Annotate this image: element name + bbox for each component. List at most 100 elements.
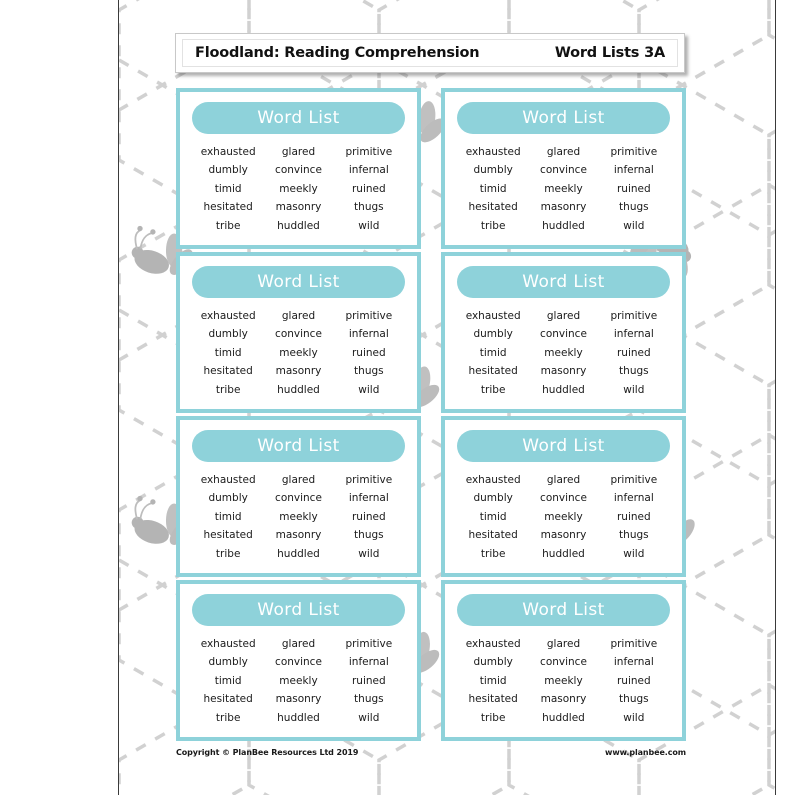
word-cell: hesitated: [468, 201, 518, 213]
word-cell: timid: [214, 182, 242, 195]
word-cell: wild: [623, 711, 645, 724]
word-cell: infernal: [613, 492, 654, 504]
word-cell: ruined: [351, 346, 386, 359]
word-grid: exhausted glared primitive dumbly convince in…: [189, 633, 408, 730]
word-cell: exhausted: [200, 637, 256, 650]
word-cell: wild: [623, 383, 645, 396]
word-cell: ruined: [616, 346, 651, 359]
word-cell: huddled: [277, 383, 320, 396]
word-list-banner-label: Word List: [522, 107, 605, 128]
word-cell: dumbly: [208, 164, 248, 176]
word-cell: dumbly: [208, 656, 248, 668]
word-cell: ruined: [351, 510, 386, 523]
word-cell: huddled: [542, 711, 585, 724]
word-cell: ruined: [351, 182, 386, 195]
word-cell: dumbly: [208, 492, 248, 504]
word-cell: masonry: [540, 693, 587, 705]
word-cell: thugs: [354, 365, 384, 377]
word-cell: exhausted: [200, 473, 256, 486]
word-cell: hesitated: [468, 693, 518, 705]
word-cell: huddled: [542, 219, 585, 232]
word-cell: primitive: [610, 309, 658, 322]
page-subtitle: Word Lists 3A: [554, 45, 665, 61]
word-cell: glared: [281, 473, 316, 486]
website-link[interactable]: www.planbee.com: [605, 748, 686, 757]
word-cell: timid: [214, 674, 242, 687]
word-cell: thugs: [354, 201, 384, 213]
word-cell: convince: [540, 328, 587, 340]
word-cell: hesitated: [468, 365, 518, 377]
word-cell: wild: [623, 219, 645, 232]
word-cell: masonry: [540, 201, 587, 213]
word-cell: exhausted: [465, 637, 521, 650]
word-cell: tribe: [215, 383, 241, 396]
word-cell: hesitated: [203, 529, 253, 541]
word-cell: ruined: [616, 510, 651, 523]
word-cell: exhausted: [465, 145, 521, 158]
word-list-banner-label: Word List: [522, 271, 605, 292]
word-cell: masonry: [275, 201, 322, 213]
word-cell: masonry: [275, 529, 322, 541]
word-cell: thugs: [619, 365, 649, 377]
word-cell: convince: [275, 656, 322, 668]
word-cell: primitive: [345, 637, 393, 650]
word-list-card-grid: Word List exhausted glared primitive dumbly c…: [176, 88, 686, 741]
word-cell: primitive: [345, 473, 393, 486]
word-cell: tribe: [215, 219, 241, 232]
word-cell: timid: [479, 510, 507, 523]
word-list-banner: Word List: [457, 430, 670, 462]
word-list-banner: Word List: [192, 266, 405, 298]
word-cell: huddled: [277, 711, 320, 724]
word-list-banner: Word List: [192, 102, 405, 134]
word-cell: thugs: [354, 529, 384, 541]
word-cell: convince: [540, 492, 587, 504]
word-cell: dumbly: [473, 164, 513, 176]
word-cell: hesitated: [203, 365, 253, 377]
word-cell: exhausted: [465, 473, 521, 486]
word-cell: wild: [358, 547, 380, 560]
word-cell: wild: [358, 219, 380, 232]
word-cell: primitive: [610, 145, 658, 158]
word-cell: infernal: [348, 656, 389, 668]
word-cell: thugs: [619, 693, 649, 705]
word-cell: timid: [214, 510, 242, 523]
word-cell: masonry: [275, 365, 322, 377]
word-cell: hesitated: [468, 529, 518, 541]
word-cell: glared: [281, 309, 316, 322]
word-list-banner: Word List: [457, 102, 670, 134]
word-cell: convince: [540, 164, 587, 176]
word-list-banner-label: Word List: [257, 107, 340, 128]
word-cell: glared: [281, 145, 316, 158]
page-title: Floodland: Reading Comprehension: [195, 45, 480, 61]
word-cell: timid: [479, 182, 507, 195]
word-cell: thugs: [619, 529, 649, 541]
word-cell: wild: [358, 383, 380, 396]
word-cell: hesitated: [203, 693, 253, 705]
word-cell: thugs: [619, 201, 649, 213]
word-cell: tribe: [215, 547, 241, 560]
worksheet-header: Floodland: Reading Comprehension Word Li…: [175, 33, 685, 73]
word-list-banner-label: Word List: [522, 599, 605, 620]
word-cell: tribe: [480, 711, 506, 724]
word-cell: ruined: [616, 182, 651, 195]
word-cell: hesitated: [203, 201, 253, 213]
word-cell: glared: [281, 637, 316, 650]
word-cell: huddled: [277, 547, 320, 560]
word-cell: ruined: [616, 674, 651, 687]
word-cell: tribe: [480, 547, 506, 560]
word-list-banner: Word List: [457, 594, 670, 626]
word-list-banner-label: Word List: [257, 599, 340, 620]
word-cell: glared: [546, 309, 581, 322]
header-inner-frame: Floodland: Reading Comprehension Word Li…: [182, 39, 678, 67]
word-cell: infernal: [348, 328, 389, 340]
word-list-card: Word List exhausted glared primitive dumbly c…: [176, 580, 421, 741]
word-cell: timid: [479, 346, 507, 359]
word-cell: masonry: [275, 693, 322, 705]
